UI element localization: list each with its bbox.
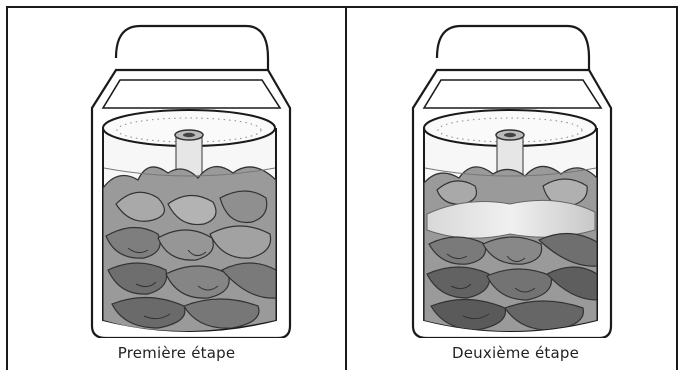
wash-mist: [427, 200, 595, 238]
washer-illustration-second: [347, 8, 684, 338]
panel-first-step: Première étape: [8, 8, 345, 370]
step-caption: Deuxième étape: [347, 344, 684, 362]
step-caption: Première étape: [8, 344, 345, 362]
washer-lid: [437, 26, 589, 70]
washer-illustration-first: [8, 8, 345, 338]
lid-fold: [424, 80, 601, 108]
washer-lid: [116, 26, 268, 70]
laundry-load: [103, 167, 276, 338]
panel-second-step: Deuxième étape: [347, 8, 684, 370]
laundry-load: [424, 166, 597, 338]
lid-fold: [103, 80, 280, 108]
